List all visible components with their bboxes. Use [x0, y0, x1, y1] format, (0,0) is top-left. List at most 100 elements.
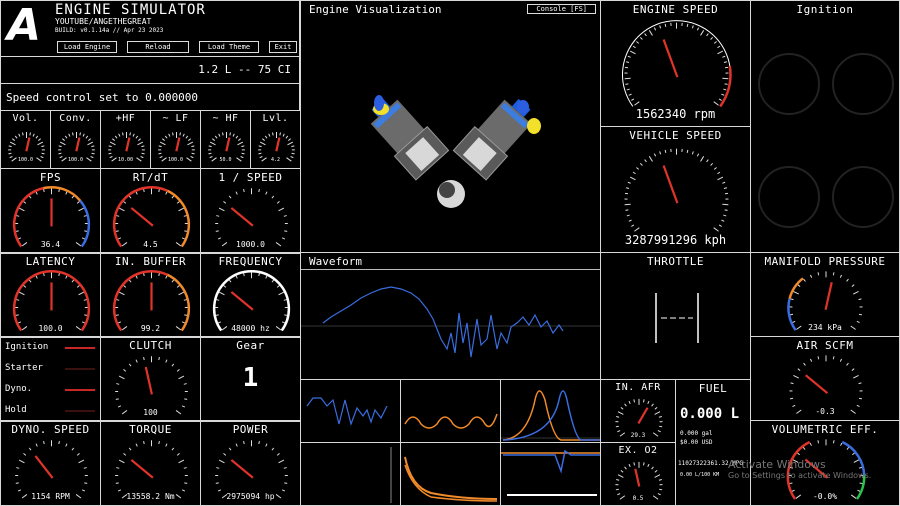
- clutch-title: CLUTCH: [129, 339, 172, 352]
- build-label: BUILD: v0.1.14a // Apr 23 2023: [55, 27, 164, 34]
- gear-panel: Gear 1: [200, 336, 301, 422]
- bottom-value: 2975094 hp: [226, 492, 275, 501]
- perf-title: RT/dT: [132, 171, 169, 184]
- switch-ignition-indicator[interactable]: [65, 347, 95, 349]
- speed-control-panel: Speed control set to 0.000000: [0, 83, 300, 111]
- mix-knob-label: Lvl.: [262, 113, 289, 124]
- switch-starter-label: Starter: [5, 363, 43, 373]
- switches-panel: Ignition Starter Dyno. Hold: [0, 336, 101, 422]
- mix-knob-gauge: [158, 132, 195, 162]
- switch-hold-label: Hold: [5, 405, 27, 415]
- app-logo: A: [7, 0, 42, 51]
- ex-o2-value: 0.5: [632, 495, 644, 502]
- mix-knob-0[interactable]: Vol. 100.0: [0, 110, 51, 169]
- engine-graphic: [370, 95, 541, 208]
- fuel-lkm: 0.00 L/100 KM: [680, 472, 720, 478]
- reload-button[interactable]: Reload: [127, 41, 189, 53]
- waveform-panel: Waveform: [300, 252, 601, 380]
- graph-e: [400, 442, 501, 506]
- switch-hold-indicator[interactable]: [65, 410, 95, 412]
- displacement-panel: 1.2 L -- 75 CI: [0, 56, 300, 84]
- mix-knob-5[interactable]: Lvl. 4.2: [250, 110, 301, 169]
- mix-knob-value: 10.00: [117, 157, 134, 163]
- mix-knob-3[interactable]: ~ LF 100.0: [150, 110, 201, 169]
- in-afr-gauge: [615, 398, 663, 437]
- air-scfm-panel: AIR SCFM -0.3: [750, 336, 900, 421]
- mix-knob-gauge: [8, 132, 45, 162]
- watermark-line1: Activate Windows: [728, 458, 826, 471]
- air-gauge: [789, 355, 863, 414]
- vehicle-speed-panel: VEHICLE SPEED 3287991296 kph: [600, 126, 751, 253]
- fuel-usd: $0.00 USD: [680, 439, 713, 446]
- mix-knob-2[interactable]: +HF 10.00: [100, 110, 151, 169]
- ve-gauge: [786, 439, 866, 500]
- air-value: -0.3: [815, 407, 835, 416]
- clutch-panel: CLUTCH 100: [100, 336, 201, 422]
- fuel-value: 0.000 L: [680, 406, 740, 422]
- perf-title: 1 / SPEED: [218, 171, 283, 184]
- ve-title: VOLUMETRIC EFF.: [771, 423, 879, 436]
- in-afr-value: 29.3: [630, 432, 646, 439]
- fuel-title: FUEL: [698, 382, 728, 395]
- manifold-gauge: [787, 271, 863, 331]
- bottom-panel-1: TORQUE 13558.2 Nm: [100, 420, 201, 506]
- mix-knob-label: Conv.: [59, 113, 92, 124]
- bottom-value: 1154 RPM: [31, 492, 70, 501]
- perf-gauge: [215, 188, 288, 247]
- exit-button[interactable]: Exit: [269, 41, 297, 53]
- waveform-title: Waveform: [309, 255, 362, 268]
- perf-value: 36.4: [40, 240, 61, 249]
- bottom-title: TORQUE: [129, 423, 172, 436]
- bottom-gauge: [115, 440, 188, 499]
- clutch-value: 100: [143, 408, 158, 417]
- mix-knob-gauge: [108, 132, 145, 162]
- perf-panel-2: 1 / SPEED 1000.0: [200, 168, 301, 254]
- in-afr-title: IN. AFR: [615, 382, 661, 393]
- load-engine-button[interactable]: Load Engine: [57, 41, 117, 53]
- load-theme-button[interactable]: Load Theme: [199, 41, 259, 53]
- switch-dyno-label: Dyno.: [5, 384, 33, 394]
- mix-knob-value: 4.2: [270, 157, 281, 163]
- fuel-odometer: 11027322361.32 MPG: [678, 460, 744, 467]
- perf-title: FPS: [39, 171, 62, 184]
- mix-knob-value: 100.0: [67, 157, 84, 163]
- audio-gauge: [212, 270, 291, 332]
- graph-b: [400, 379, 501, 443]
- perf-value: 4.5: [143, 240, 158, 249]
- displacement-label: 1.2 L -- 75 CI: [198, 63, 291, 76]
- bottom-panel-0: DYNO. SPEED 1154 RPM: [0, 420, 101, 506]
- bottom-panel-2: POWER 2975094 hp: [200, 420, 301, 506]
- audio-title: FREQUENCY: [218, 255, 283, 268]
- ve-value: -0.0%: [812, 492, 838, 501]
- bottom-title: DYNO. SPEED: [11, 423, 90, 436]
- audio-value: 100.0: [38, 324, 63, 333]
- in-afr-panel: IN. AFR 29.3: [600, 379, 676, 443]
- vehicle-speed-gauge: [624, 148, 729, 232]
- graph-a: [300, 379, 401, 443]
- ignition-circles: [758, 53, 894, 228]
- throttle-indicator: [655, 293, 699, 343]
- throttle-title: THROTTLE: [647, 255, 704, 268]
- header-panel: A ENGINE SIMULATOR YOUTUBE/ANGETHEGREAT …: [0, 0, 300, 57]
- switch-ignition-label: Ignition: [5, 342, 49, 352]
- perf-gauge: [112, 186, 191, 248]
- ex-o2-panel: EX. O2 0.5: [600, 442, 676, 506]
- activate-windows-watermark: Activate Windows Go to Settings to activ…: [728, 458, 871, 480]
- console-button[interactable]: Console [FS]: [527, 4, 596, 14]
- fuel-panel: FUEL 0.000 L 0.000 gal $0.00 USD 1102732…: [675, 379, 751, 506]
- switch-dyno-indicator[interactable]: [65, 389, 95, 391]
- mix-knob-1[interactable]: Conv. 100.0: [50, 110, 101, 169]
- bottom-gauge: [215, 440, 288, 499]
- switch-starter-indicator[interactable]: [65, 368, 95, 370]
- perf-gauge: [12, 186, 91, 248]
- mix-knob-label: +HF: [115, 113, 136, 124]
- mix-knob-4[interactable]: ~ HF 50.0: [200, 110, 251, 169]
- mix-knob-gauge: [208, 132, 245, 162]
- perf-value: 1000.0: [236, 240, 265, 249]
- mix-knob-value: 50.0: [219, 157, 232, 163]
- graph-c: [500, 379, 601, 443]
- perf-panel-1: RT/dT 4.5: [100, 168, 201, 254]
- audio-panel-1: IN. BUFFER 99.2: [100, 252, 201, 338]
- audio-title: LATENCY: [25, 255, 76, 268]
- manifold-value: 234 kPa: [808, 323, 842, 332]
